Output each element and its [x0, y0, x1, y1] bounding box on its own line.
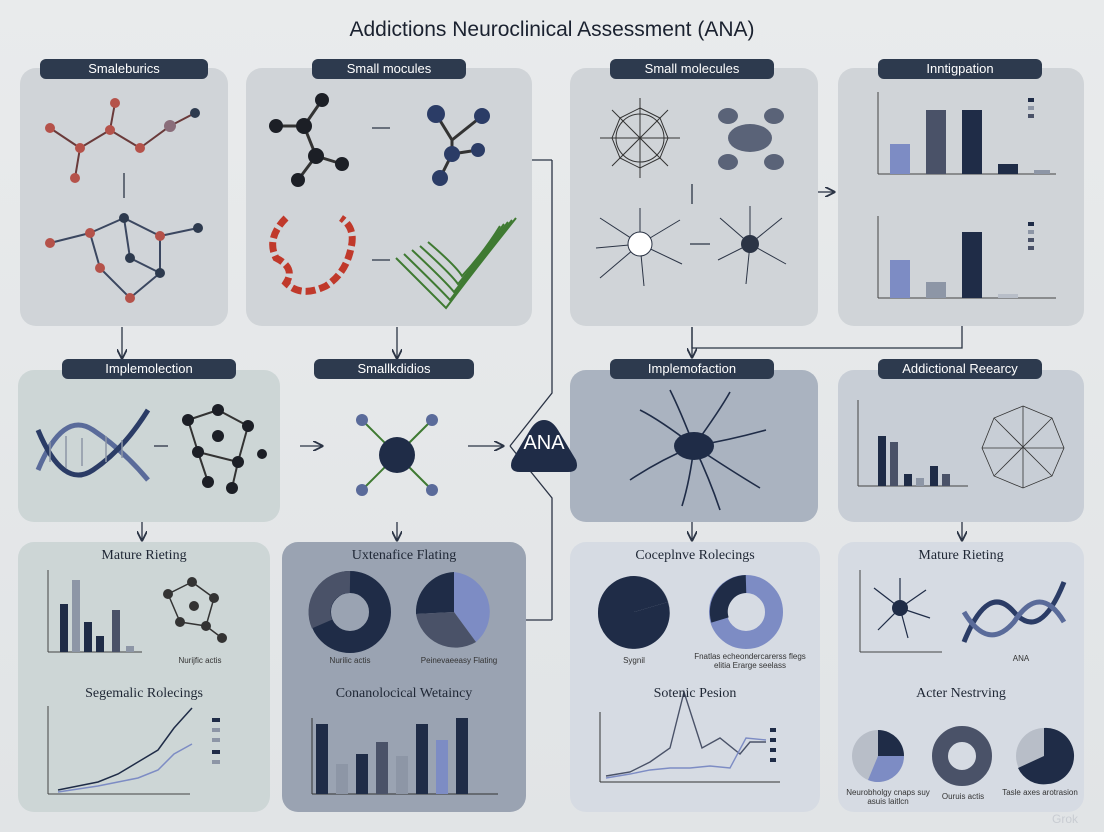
ana-central-label: ANA — [523, 432, 565, 454]
heading-conanolocical-wetaincy: Conanolocical Wetaincy — [335, 686, 473, 701]
heading-acter-nestrving: Acter Nestrving — [916, 686, 1006, 701]
label-smaleburics: Smaleburics — [40, 59, 208, 79]
panel-smaleburics — [20, 68, 228, 326]
pie-line-charts-thumbnail — [597, 575, 783, 783]
panel-coceplnve-rolecings — [570, 542, 820, 812]
caption-nurilic-actis: Nurilic actis — [329, 656, 371, 665]
panel-uxtenafice-flating — [282, 542, 526, 812]
label-addictional-reearcy: Addictional Reearcy — [878, 359, 1042, 379]
donut-bar-charts-thumbnail — [308, 571, 498, 795]
caption-sygnil: Sygnil — [623, 656, 645, 665]
label-smallkdidios: Smallkdidios — [314, 359, 474, 379]
heading-coceplnve-rolecings: Coceplnve Rolecings — [635, 548, 755, 563]
panel-implemolection — [18, 370, 280, 522]
caption-neurobholgy-cnaps: Neurobholgy cnaps suy asuis laitlcn — [846, 788, 930, 806]
label-implemofaction: Implemofaction — [610, 359, 774, 379]
caption-fnatlas-echeondercarerss: Fnatlas echeondercarerss flegs elitia Er… — [694, 652, 806, 670]
heading-segemalic-rolecings: Segemalic Rolecings — [85, 686, 203, 701]
dna-and-molecule-illustration — [35, 404, 267, 494]
heading-mature-rieting-left: Mature Rieting — [101, 548, 187, 563]
label-small-molecules: Small molecules — [610, 59, 774, 79]
heading-sotenic-pesion: Sotenic Pesion — [653, 686, 737, 701]
watermark: Grok — [1052, 812, 1079, 826]
molecules-illustration — [269, 93, 517, 310]
label-implemolection: Implemolection — [62, 359, 236, 379]
heading-uxtenafice-flating: Uxtenafice Flating — [351, 548, 457, 563]
bar-line-charts-thumbnail — [47, 570, 227, 795]
caption-peinevaeeasy-flating: Peinevaeeasy Flating — [420, 656, 498, 665]
label-inntigpation: Inntigpation — [878, 59, 1042, 79]
caption-nurijfic-actis: Nurijfic actis — [178, 656, 222, 665]
neuron-large-illustration — [629, 389, 767, 511]
molecule-illustration — [45, 98, 203, 303]
panel-mature-rieting-left — [18, 542, 270, 812]
page-title: Addictions Neuroclinical Assessment (ANA… — [349, 18, 755, 41]
panel-addictional-reearcy — [838, 370, 1084, 522]
label-small-mocules: Small mocules — [312, 59, 466, 79]
panel-inntigpation — [838, 68, 1084, 326]
panel-small-molecules — [570, 68, 818, 326]
neuron-dna-pies-thumbnail — [852, 570, 1075, 786]
panel-implemofaction — [570, 370, 818, 522]
bar-charts-thumbnail — [877, 92, 1056, 299]
heading-mature-rieting-right: Mature Rieting — [918, 548, 1004, 563]
caption-ana-dna: ANA — [1012, 654, 1030, 663]
panel-small-mocules — [246, 68, 532, 326]
neuron-illustration — [595, 98, 787, 287]
caption-ouruis-actis: Ouruis actis — [941, 792, 985, 801]
panel-mature-rieting-right — [838, 542, 1084, 812]
ana-central-node — [511, 420, 577, 472]
caption-tasle-axes: Tasle axes arotrasion — [1002, 788, 1078, 797]
molecule-center-illustration — [356, 414, 438, 496]
bar-and-network-thumbnail — [857, 400, 1065, 489]
